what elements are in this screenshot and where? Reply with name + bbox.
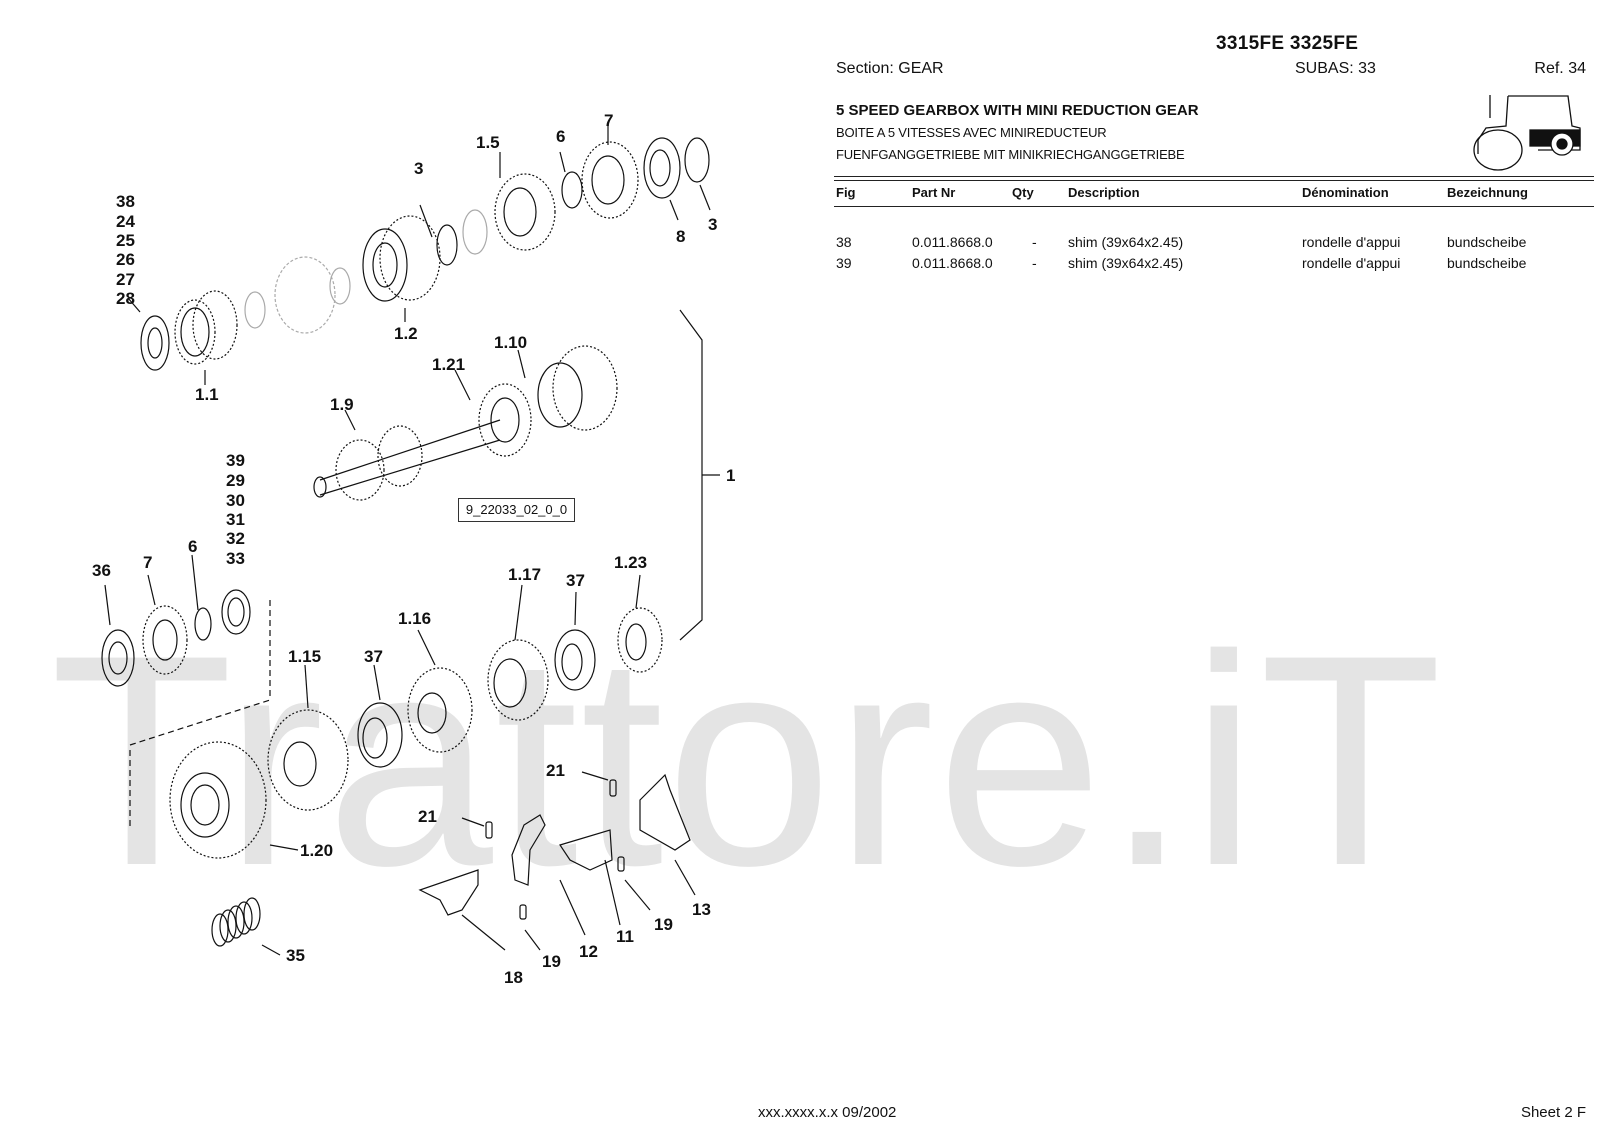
label-1: 1 [726,466,735,485]
label-30: 30 [226,491,245,510]
label-1-21: 1.21 [432,355,465,374]
row-1-fig: 38 [836,234,852,250]
label-1-20: 1.20 [300,841,333,860]
label-3-b: 3 [708,215,717,234]
exploded-diagram: 38 24 25 26 27 28 1.1 1.2 3 1.5 6 7 8 3 … [92,111,735,987]
label-32: 32 [226,529,245,548]
label-8: 8 [676,227,685,246]
label-29: 29 [226,471,245,490]
watermark: Trattore.iT [50,592,1445,928]
row-1-part: 0.011.8668.0 [912,234,993,250]
label-19-a: 19 [542,952,561,971]
label-6-a: 6 [556,127,565,146]
col-fig: Fig [836,185,856,200]
label-35: 35 [286,946,305,965]
col-description: Description [1068,185,1140,200]
label-7-a: 7 [604,111,613,130]
diagram-code-box: 9_22033_02_0_0 [458,498,575,522]
label-26: 26 [116,250,135,269]
row-2-denomination: rondelle d'appui [1302,255,1401,271]
row-1-description: shim (39x64x2.45) [1068,234,1184,250]
label-31: 31 [226,510,245,529]
title-english: 5 SPEED GEARBOX WITH MINI REDUCTION GEAR [836,102,1199,119]
label-36: 36 [92,561,111,580]
col-qty: Qty [1012,185,1034,200]
label-38: 38 [116,192,135,211]
label-18: 18 [504,968,523,987]
row-1-qty: - [1032,234,1037,250]
label-1-15: 1.15 [288,647,321,666]
model-title: 3315FE 3325FE [1216,33,1359,54]
label-12: 12 [579,942,598,961]
label-3-a: 3 [414,159,423,178]
label-27: 27 [116,270,135,289]
footer-code-date: xxx.xxxx.x.x 09/2002 [758,1104,897,1121]
label-1-16: 1.16 [398,609,431,628]
col-part-nr: Part Nr [912,185,956,200]
row-2-description: shim (39x64x2.45) [1068,255,1184,271]
table-header-rule [834,206,1594,207]
label-33: 33 [226,549,245,568]
row-2-fig: 39 [836,255,852,271]
row-2-qty: - [1032,255,1037,271]
row-2-part: 0.011.8668.0 [912,255,993,271]
label-19-b: 19 [654,915,673,934]
upper-gear-group [140,137,710,371]
subas-label: SUBAS: 33 [1295,60,1376,77]
ref-label: Ref. 34 [1534,60,1586,77]
label-1-23: 1.23 [614,553,647,572]
section-label: Section: GEAR [836,60,944,77]
tractor-icon [1473,95,1581,171]
label-37-b: 37 [566,571,585,590]
table-top-rule [834,176,1594,177]
spring-35 [211,897,261,947]
figure-labels: 38 24 25 26 27 28 1.1 1.2 3 1.5 6 7 8 3 … [92,111,735,987]
label-37-a: 37 [364,647,383,666]
row-1-bezeichnung: bundscheibe [1447,234,1527,250]
label-11: 11 [616,927,634,946]
label-28: 28 [116,289,135,308]
footer-sheet: Sheet 2 F [1520,1104,1586,1121]
lower-gear-group [101,589,663,859]
table-top-rule-2 [834,180,1594,181]
title-french: BOITE A 5 VITESSES AVEC MINIREDUCTEUR [836,125,1107,140]
label-21-b: 21 [418,807,437,826]
label-1-2: 1.2 [394,324,418,343]
label-21-a: 21 [546,761,565,780]
label-7-b: 7 [143,553,152,572]
label-1-5: 1.5 [476,133,500,152]
col-denomination: Dénomination [1302,185,1389,200]
shift-forks [418,773,691,920]
label-25: 25 [116,231,135,250]
col-bezeichnung: Bezeichnung [1447,185,1528,200]
label-1-17: 1.17 [508,565,541,584]
main-shaft [313,345,618,501]
label-1-10: 1.10 [494,333,527,352]
label-1-1: 1.1 [195,385,219,404]
row-2-bezeichnung: bundscheibe [1447,255,1527,271]
title-german: FUENFGANGGETRIEBE MIT MINIKRIECHGANGGETR… [836,147,1185,162]
label-39: 39 [226,451,245,470]
row-1-denomination: rondelle d'appui [1302,234,1401,250]
label-13: 13 [692,900,711,919]
label-6-b: 6 [188,537,197,556]
bracket-1 [679,309,703,641]
label-1-9: 1.9 [330,395,354,414]
label-24: 24 [116,212,135,231]
